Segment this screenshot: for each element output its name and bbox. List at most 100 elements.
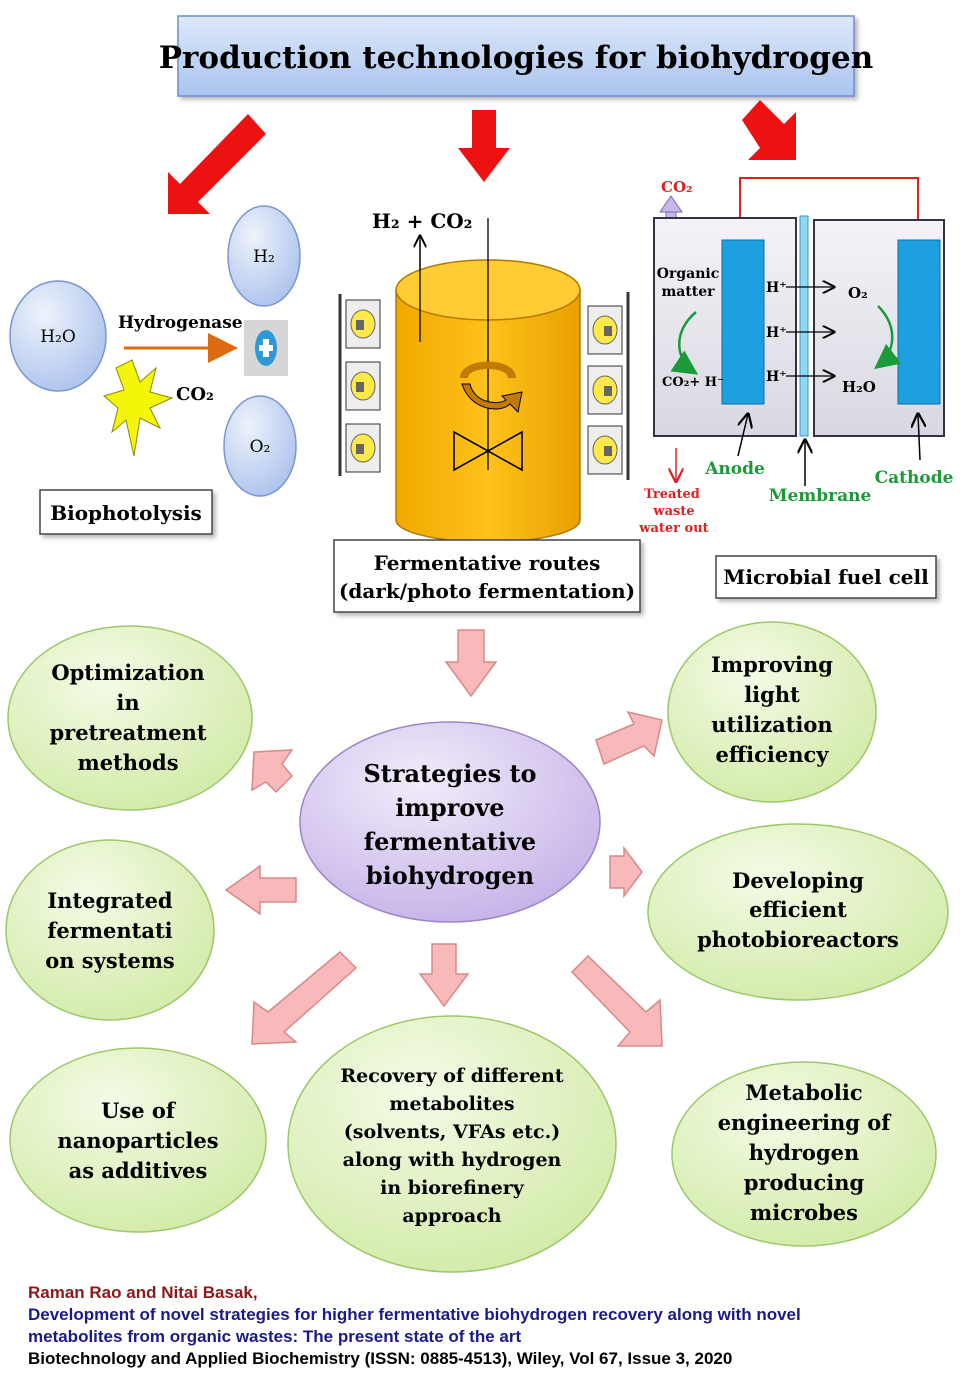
h2-bubble [227, 205, 301, 307]
strategy-optimization: Optimization in pretreatment methods [7, 625, 253, 811]
recovery-line-4: along with hydrogen [343, 1149, 562, 1171]
biophotolysis-box [39, 489, 213, 535]
treated-waste-line2: waste [652, 504, 694, 519]
fermentation-section: H₂ + CO₂ [333, 209, 641, 613]
light-line-3: utilization [711, 712, 832, 737]
cathode-reaction-arrow [874, 305, 902, 370]
citation-title-line2: metabolites from organic wastes: The pre… [28, 1327, 521, 1346]
h2o-bubble [9, 280, 107, 392]
anode-electrode [721, 239, 765, 405]
center-line-2: improve [395, 793, 504, 822]
plus-icon [244, 320, 288, 376]
o2-label: O₂ [250, 437, 271, 457]
anode-label: Anode [704, 459, 765, 479]
red-arrow-center [458, 110, 510, 182]
organic-matter-line2: matter [661, 284, 715, 300]
red-arrow-right [742, 100, 796, 160]
red-arrow-left [168, 114, 266, 214]
biophotolysis-section: H₂O H₂ O₂ Hydrogenase CO₂ Biophotolysis [9, 205, 301, 535]
photobioreactors-line-1: Developing [732, 868, 864, 893]
light-line-2: light [744, 682, 800, 707]
co2-vent-label: CO₂ [661, 178, 693, 196]
title-box: Production technologies for biohydrogen [159, 15, 874, 97]
lamp-panel-right [587, 292, 630, 480]
strategy-recovery: Recovery of different metabolites (solve… [287, 1015, 617, 1273]
optimization-line-3: pretreatment [49, 720, 206, 745]
recovery-line-5: in biorefinery [380, 1177, 525, 1199]
light-line-4: efficiency [716, 742, 830, 767]
lamp-panel-left [338, 294, 381, 476]
proton-label-2: H⁺ [766, 325, 787, 341]
treated-waste-line3: water out [638, 521, 708, 536]
pink-arrow-to-metabolic [570, 954, 663, 1047]
impeller-icon [453, 430, 523, 472]
integrated-line-1: Integrated [47, 888, 173, 913]
strategy-center: Strategies to improve fermentative biohy… [299, 721, 601, 923]
gas-output-label: H₂ + CO₂ [372, 209, 472, 233]
h2o-label: H₂O [40, 327, 76, 347]
metabolic-line-1: Metabolic [745, 1080, 862, 1105]
center-line-3: fermentative [364, 827, 536, 856]
center-line-4: biohydrogen [366, 861, 534, 890]
nanoparticles-line-2: nanoparticles [57, 1128, 218, 1153]
biophotolysis-title: Biophotolysis [50, 501, 202, 525]
nanoparticles-line-3: as additives [69, 1158, 208, 1183]
membrane-label: Membrane [769, 486, 872, 506]
recovery-line-1: Recovery of different [340, 1065, 563, 1087]
fuel-cell-box [715, 555, 937, 599]
citation-title-line1: Development of novel strategies for high… [28, 1305, 801, 1324]
pink-arrow-to-nanoparticles [251, 950, 358, 1045]
o2-cathode-label: O₂ [848, 284, 868, 302]
metabolic-line-5: microbes [750, 1200, 858, 1225]
organic-matter-line1: Organic [657, 266, 719, 282]
cathode-electrode [897, 239, 941, 405]
fermentation-title-line2: (dark/photo fermentation) [339, 579, 635, 603]
page-title: Production technologies for biohydrogen [159, 40, 874, 76]
fuel-cell-title: Microbial fuel cell [723, 565, 929, 589]
pink-arrow-to-photobioreactors [609, 845, 643, 899]
fermentation-box [333, 539, 641, 613]
citation-journal: Biotechnology and Applied Biochemistry (… [28, 1349, 732, 1368]
o2-bubble [223, 395, 297, 497]
citation-authors: Raman Rao and Nitai Basak, [28, 1283, 258, 1302]
strategy-integrated: Integrated fermentati on systems [5, 839, 215, 1021]
integrated-line-3: on systems [45, 948, 175, 973]
h2o-cathode-label: H₂O [842, 378, 876, 396]
co2-label: CO₂ [176, 384, 214, 405]
pink-arrow-to-integrated [224, 864, 297, 916]
optimization-line-2: in [116, 690, 139, 715]
strategy-photobioreactors: Developing efficient photobioreactors [647, 823, 949, 1001]
photobioreactors-line-3: photobioreactors [697, 927, 899, 952]
pink-arrow-to-light [595, 710, 663, 766]
membrane-strip [799, 215, 809, 437]
hydrogenase-label: Hydrogenase [118, 313, 243, 333]
integrated-line-2: fermentati [47, 918, 172, 943]
optimization-line-4: methods [77, 750, 178, 775]
nanoparticles-line-1: Use of [101, 1098, 177, 1123]
metabolic-line-4: producing [744, 1170, 865, 1195]
strategy-light: Improving light utilization efficiency [667, 621, 877, 803]
citation: Raman Rao and Nitai Basak, Development o… [28, 1283, 801, 1368]
pink-arrow-to-recovery [418, 943, 470, 1008]
proton-label-1: H⁺ [766, 280, 787, 296]
circuit-wire [739, 177, 919, 240]
strategy-nanoparticles: Use of nanoparticles as additives [9, 1047, 267, 1233]
proton-label-3: H⁺ [766, 369, 787, 385]
photobioreactors-line-2: efficient [749, 897, 847, 922]
recovery-line-6: approach [402, 1205, 501, 1227]
recovery-line-3: (solvents, VFAs etc.) [344, 1121, 560, 1143]
cathode-label: Cathode [875, 468, 954, 488]
light-line-1: Improving [711, 652, 833, 677]
stirrer-rotation-icon [460, 361, 516, 378]
pink-arrow-to-optimization [251, 749, 294, 794]
anode-reaction-arrow [670, 311, 699, 375]
h2-label: H₂ [253, 247, 275, 267]
pink-arrow-down-top [444, 629, 498, 698]
fermentation-title-line1: Fermentative routes [374, 551, 601, 575]
pink-arrows [224, 629, 663, 1047]
metabolic-line-3: hydrogen [749, 1140, 860, 1165]
recovery-line-2: metabolites [389, 1093, 514, 1115]
optimization-line-1: Optimization [51, 660, 204, 685]
metabolic-line-2: engineering of [718, 1110, 893, 1135]
center-line-1: Strategies to [363, 759, 536, 788]
